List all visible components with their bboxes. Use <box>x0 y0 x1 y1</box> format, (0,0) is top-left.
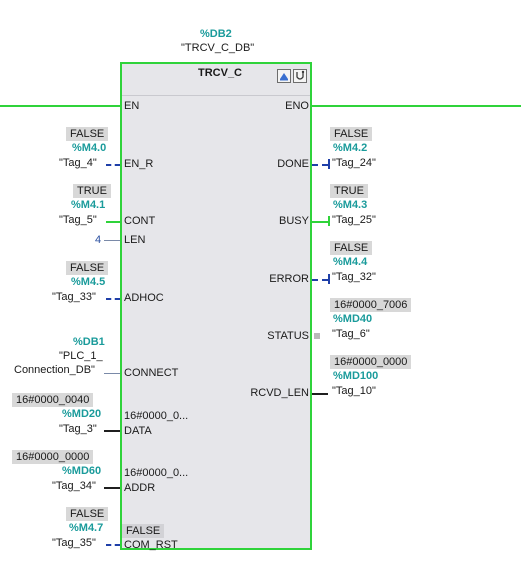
busy-address: %M4.3 <box>333 199 368 211</box>
instance-db-address: %DB2 <box>200 28 232 40</box>
error-monitor-value: FALSE <box>330 241 373 255</box>
connect-tag-line2[interactable]: Connection_DB" <box>14 364 95 376</box>
connect-link <box>104 373 120 374</box>
com-rst-address: %M4.7 <box>69 522 104 534</box>
busy-link <box>312 221 328 223</box>
len-link <box>104 240 120 241</box>
block-diagnostics-icon[interactable] <box>293 69 307 83</box>
trcv-c-block[interactable]: TRCV_C <box>120 62 312 550</box>
pin-adhoc[interactable]: ADHOC <box>124 292 164 304</box>
cont-monitor-value: TRUE <box>73 184 111 198</box>
instance-db-name[interactable]: "TRCV_C_DB" <box>181 42 255 54</box>
pin-connect[interactable]: CONNECT <box>124 367 179 379</box>
done-tag[interactable]: "Tag_24" <box>332 157 376 169</box>
data-address: %MD20 <box>62 408 102 420</box>
pin-addr[interactable]: ADDR <box>124 482 156 494</box>
data-monitor-value: 16#0000_0040 <box>12 393 94 407</box>
pin-data[interactable]: DATA <box>124 425 152 437</box>
done-address: %M4.2 <box>333 142 368 154</box>
rcvd-len-monitor-value: 16#0000_0000 <box>330 355 412 369</box>
busy-tag[interactable]: "Tag_25" <box>332 214 376 226</box>
en-r-address: %M4.0 <box>72 142 107 154</box>
pin-error[interactable]: ERROR <box>269 273 309 285</box>
block-help-icon[interactable] <box>277 69 291 83</box>
done-link <box>312 164 328 166</box>
adhoc-link <box>106 298 120 300</box>
block-header: TRCV_C <box>122 64 310 96</box>
pin-rcvd-len[interactable]: RCVD_LEN <box>250 387 309 399</box>
status-tag[interactable]: "Tag_6" <box>332 328 370 340</box>
error-link <box>312 279 328 281</box>
data-link <box>104 430 120 432</box>
adhoc-address: %M4.5 <box>71 276 106 288</box>
error-tag[interactable]: "Tag_32" <box>332 271 376 283</box>
done-coil-mark <box>328 159 330 169</box>
status-monitor-value: 16#0000_7006 <box>330 298 412 312</box>
addr-inner-value: 16#0000_0... <box>124 467 189 479</box>
power-rail-right <box>312 105 521 107</box>
error-address: %M4.4 <box>333 256 368 268</box>
com-rst-link <box>106 544 120 546</box>
busy-monitor-value: TRUE <box>330 184 368 198</box>
pin-en[interactable]: EN <box>124 100 140 112</box>
data-inner-value: 16#0000_0... <box>124 410 189 422</box>
cont-address: %M4.1 <box>71 199 106 211</box>
addr-address: %MD60 <box>62 465 102 477</box>
power-rail-left <box>0 105 120 107</box>
cont-tag[interactable]: "Tag_5" <box>59 214 97 226</box>
pin-cont[interactable]: CONT <box>124 215 156 227</box>
status-link-marker <box>314 333 320 339</box>
com-rst-inner-value: FALSE <box>122 524 165 538</box>
pin-status[interactable]: STATUS <box>267 330 309 342</box>
adhoc-monitor-value: FALSE <box>66 261 109 275</box>
pin-done[interactable]: DONE <box>277 158 309 170</box>
cont-link <box>106 221 120 223</box>
addr-link <box>104 487 120 489</box>
done-monitor-value: FALSE <box>330 127 373 141</box>
rcvd-len-tag[interactable]: "Tag_10" <box>332 385 376 397</box>
data-tag[interactable]: "Tag_3" <box>59 423 97 435</box>
addr-monitor-value: 16#0000_0000 <box>12 450 94 464</box>
rcvd-len-link <box>312 393 328 395</box>
pin-com-rst[interactable]: COM_RST <box>124 539 178 551</box>
pin-len[interactable]: LEN <box>124 234 146 246</box>
pin-en-r[interactable]: EN_R <box>124 158 154 170</box>
block-title: TRCV_C <box>198 67 243 79</box>
pin-busy[interactable]: BUSY <box>279 215 309 227</box>
com-rst-monitor-value: FALSE <box>66 507 109 521</box>
busy-coil-mark <box>328 216 330 226</box>
len-constant[interactable]: 4 <box>95 234 102 246</box>
status-address: %MD40 <box>333 313 373 325</box>
connect-tag-line1[interactable]: "PLC_1_ <box>59 350 103 362</box>
pin-eno[interactable]: ENO <box>285 100 309 112</box>
error-coil-mark <box>328 274 330 284</box>
com-rst-tag[interactable]: "Tag_35" <box>52 537 96 549</box>
adhoc-tag[interactable]: "Tag_33" <box>52 291 96 303</box>
en-r-monitor-value: FALSE <box>66 127 109 141</box>
connect-address: %DB1 <box>73 336 105 348</box>
rcvd-len-address: %MD100 <box>333 370 379 382</box>
addr-tag[interactable]: "Tag_34" <box>52 480 96 492</box>
en-r-link <box>106 164 120 166</box>
en-r-tag[interactable]: "Tag_4" <box>59 157 97 169</box>
